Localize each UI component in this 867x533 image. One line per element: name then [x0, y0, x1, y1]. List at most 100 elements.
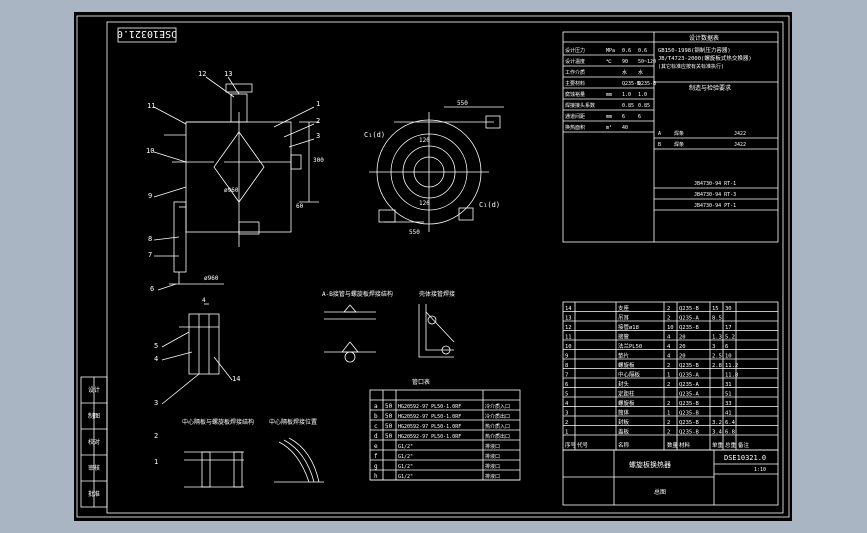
drawing-code: DSE10321.0: [724, 454, 766, 462]
design-row-v1: 0.85: [622, 103, 634, 109]
part-material: Q235-A: [679, 373, 700, 379]
drawing-viewport[interactable]: DSE10321.0 设计 制图 校对 审核 批准 300 ø960: [74, 12, 792, 521]
design-row-label: 通道间距: [565, 113, 585, 120]
part-no: 14: [565, 306, 572, 312]
part-qty: 2: [667, 306, 670, 312]
design-row-v2: 6: [638, 114, 641, 120]
design-table: 设计数据表 GB150-1998(钢制压力容器) JB/T4723-2000(螺…: [562, 31, 779, 243]
nozzle-row-mark: f: [374, 453, 378, 460]
tb-draw: 制图: [88, 412, 100, 420]
detail-leader-1: 1: [154, 458, 158, 466]
detail-leader-4a: 4: [202, 297, 206, 304]
section-d-label: 中心隔板焊接位置: [269, 418, 317, 426]
part-no: 8: [565, 363, 568, 369]
part-unit-weight: 8.5: [712, 316, 722, 322]
part-total-weight: 10: [725, 354, 732, 360]
nozzle-row-standard: HG20592-97 PL50-1.0RF: [398, 404, 461, 410]
tb-review: 审核: [88, 464, 100, 472]
nozzle-row-standard: G1/2": [398, 464, 413, 470]
design-row-label: 设计压力: [565, 47, 585, 54]
part-no: 9: [565, 354, 568, 360]
weld-row-type: 焊条: [674, 141, 684, 148]
weld-row-rod: J422: [734, 142, 746, 148]
dim-300: 300: [313, 157, 324, 164]
leader-3: 3: [316, 132, 320, 140]
part-material: Q235-B: [679, 325, 700, 331]
section-a-label: A-B接管与螺旋板焊接结构: [322, 290, 393, 298]
part-no: 2: [565, 420, 568, 426]
part-name: 封头: [618, 380, 630, 388]
dim-550-bottom: 550: [409, 229, 420, 236]
design-row-v2: 0.85: [638, 103, 650, 109]
nozzle-row-standard: HG20592-97 PL50-1.0RF: [398, 434, 461, 440]
part-no: 1: [565, 430, 568, 436]
design-row-unit: m²: [606, 125, 612, 131]
part-material: Q235-B: [679, 401, 700, 407]
spec-line-2: JB/T4723-2000(螺旋板式热交换器): [658, 54, 752, 62]
design-row-label: 换热面积: [565, 124, 585, 131]
leader-8: 8: [148, 235, 152, 243]
part-qty: 2: [667, 430, 670, 436]
nozzle-row-standard: G1/2": [398, 454, 413, 460]
parts-header-cell: 单重: [712, 441, 724, 449]
front-view-leaders: 12 13 11 1 2 3 10 9 8 7 6: [146, 70, 320, 293]
nozzle-row-purpose: 冷介质入口: [485, 403, 510, 410]
design-row-label: 焊接接头系数: [565, 102, 595, 109]
part-material: Q235-B: [679, 420, 700, 426]
design-row-v2: 1.0: [638, 92, 647, 98]
nozzle-row-dn: 50: [385, 433, 393, 440]
part-total-weight: 11.2: [725, 363, 738, 369]
part-material: Q235-A: [679, 392, 700, 398]
nozzle-row-dn: 50: [385, 423, 393, 430]
detail-leader-4b: 4: [154, 355, 158, 363]
design-row-unit: MPa: [606, 48, 615, 54]
design-row-v1: 6: [622, 114, 625, 120]
part-name: 定距柱: [618, 390, 635, 398]
design-row-label: 腐蚀裕量: [565, 91, 585, 98]
tb-approve: 批准: [88, 490, 100, 498]
part-material: Q235-B: [679, 430, 700, 436]
leader-7: 7: [148, 251, 152, 259]
dim-60: 60: [296, 203, 304, 210]
cad-drawing-canvas: DSE10321.0 设计 制图 校对 审核 批准 300 ø960: [76, 15, 790, 518]
nozzle-table-title: 管口表: [412, 378, 430, 386]
leader-2: 2: [316, 117, 320, 125]
parts-header-cell: 备注: [738, 441, 750, 449]
nozzle-row-purpose: 排液口: [485, 473, 500, 480]
parts-header-cell: 代号: [577, 441, 589, 449]
nozzle-row-purpose: 热介质出口: [485, 433, 510, 440]
design-row-label: 主要材料: [565, 80, 585, 87]
part-qty: 4: [667, 344, 671, 350]
drawing-scale: 1:10: [754, 467, 766, 473]
nozzle-row-standard: HG20592-97 PL50-1.0RF: [398, 424, 461, 430]
nozzle-row-mark: a: [374, 403, 378, 410]
dim-120-top: 120: [419, 137, 430, 144]
tb-check: 校对: [88, 438, 100, 446]
spec-line-3: (其它标准应按有关标准执行): [658, 63, 724, 70]
parts-header-cell: 数量: [667, 441, 679, 449]
part-name: 法兰PL50: [618, 342, 642, 350]
leader-12: 12: [198, 70, 206, 78]
leader-10: 10: [146, 147, 154, 155]
part-total-weight: 11.8: [725, 373, 738, 379]
part-name: 螺旋板: [618, 399, 635, 407]
design-row-unit: ℃: [606, 59, 612, 65]
port-label-lower: C₁(d): [479, 201, 500, 209]
part-qty: 2: [667, 420, 670, 426]
part-qty: 4: [667, 335, 671, 341]
nozzle-row-mark: c: [374, 423, 378, 430]
part-qty: 2: [667, 382, 670, 388]
part-qty: 2: [667, 316, 670, 322]
dim-dia-960-a: ø960: [224, 187, 239, 194]
part-material: Q235-A: [679, 382, 700, 388]
part-total-weight: 5.2: [725, 335, 735, 341]
design-row-unit: mm: [606, 114, 612, 120]
detail-leader-3: 3: [154, 399, 158, 407]
design-row-label: 工作介质: [565, 69, 585, 76]
part-name: 吊耳: [618, 315, 630, 322]
part-name: 螺旋板: [618, 361, 635, 369]
part-name: 接管: [618, 333, 630, 341]
nozzle-row-mark: h: [374, 473, 378, 480]
weld-row-joint: B: [658, 142, 661, 148]
